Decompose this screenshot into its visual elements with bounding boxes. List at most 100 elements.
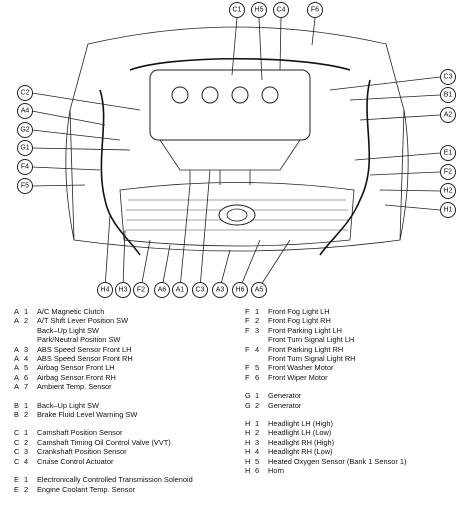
legend-letter: A xyxy=(14,363,19,373)
legend-description: Front Parking Light RH xyxy=(268,344,344,354)
legend-description: Front Turn Signal Light RH xyxy=(268,354,356,364)
legend-row: Back–Up Light SW xyxy=(14,326,240,335)
radiator-grille xyxy=(119,182,355,247)
legend-description: Back–Up Light SW xyxy=(37,400,100,410)
legend-letter: A xyxy=(14,382,19,392)
callout-a3: A3 xyxy=(212,282,228,298)
legend-number xyxy=(255,335,268,344)
legend-description: Front Turn Signal Light LH xyxy=(268,335,355,345)
wiring-harness-left xyxy=(99,89,141,256)
legend-description: Front Washer Motor xyxy=(268,363,334,373)
callout-a6: A6 xyxy=(154,282,170,298)
svg-text:G2: G2 xyxy=(20,127,29,134)
svg-text:F2: F2 xyxy=(137,287,145,294)
callout-a4: A4 xyxy=(17,103,33,119)
svg-text:G1: G1 xyxy=(20,145,29,152)
callout-b1: B1 xyxy=(440,87,456,103)
legend-number: 7 xyxy=(24,382,29,392)
callout-h3: H3 xyxy=(115,282,131,298)
wiring-harness-right xyxy=(319,79,371,256)
hood-outline xyxy=(69,26,405,252)
callout-c3-bottom: C3 xyxy=(192,282,208,298)
legend-number: 2 xyxy=(24,316,29,326)
svg-text:H4: H4 xyxy=(101,287,110,294)
callout-h2: H2 xyxy=(440,183,456,199)
legend-letter: A xyxy=(14,354,19,364)
callout-a1: A1 xyxy=(172,282,188,298)
callout-f5: F5 xyxy=(17,178,33,194)
legend-description: Front Fog Light LH xyxy=(268,307,330,316)
legend-letter: H xyxy=(245,456,251,466)
legend-description: Generator xyxy=(268,391,302,401)
svg-text:B1: B1 xyxy=(444,92,453,99)
legend-number: 5 xyxy=(255,456,260,466)
legend-description: Cruise Control Actuator xyxy=(37,456,114,466)
legend-number: 4 xyxy=(255,447,260,457)
legend-number: 2 xyxy=(24,484,29,494)
legend-letter: B xyxy=(14,400,19,410)
legend-letter: F xyxy=(245,363,250,373)
callout-a2: A2 xyxy=(440,107,456,123)
legend-description: Headlight RH (High) xyxy=(268,437,335,447)
legend-number: 2 xyxy=(24,437,29,447)
cylinder-coils xyxy=(171,86,279,104)
legend-number xyxy=(24,326,37,335)
callout-a5: A5 xyxy=(251,282,267,298)
legend-number: 2 xyxy=(24,410,29,420)
callout-h4: H4 xyxy=(97,282,113,298)
legend-description: Airbag Sensor Front LH xyxy=(37,363,115,373)
callout-h1: H1 xyxy=(440,202,456,218)
legend-description: Headlight LH (High) xyxy=(268,419,333,429)
callout-h6: H6 xyxy=(232,282,248,298)
legend-description: Camshaft Position Sensor xyxy=(37,428,123,438)
legend-description: Camshaft Timing Oil Control Valve (VVT) xyxy=(37,437,171,447)
legend-letter: A xyxy=(14,307,19,316)
legend-letter: G xyxy=(245,400,251,410)
legend-description: Horn xyxy=(268,466,285,476)
legend-letter: C xyxy=(14,428,20,438)
legend-letter: C xyxy=(14,437,20,447)
legend-number xyxy=(24,335,37,344)
legend-letter: B xyxy=(14,410,19,420)
fender-left xyxy=(65,109,75,241)
svg-text:A1: A1 xyxy=(176,287,185,294)
legend-letter: H xyxy=(245,437,251,447)
legend-number: 5 xyxy=(255,363,260,373)
legend-number: 6 xyxy=(24,372,29,382)
legend-letter: F xyxy=(245,372,250,382)
svg-text:F4: F4 xyxy=(21,164,29,171)
legend-row: Park/Neutral Position SW xyxy=(14,335,240,344)
legend-number: 2 xyxy=(255,400,260,410)
svg-text:H2: H2 xyxy=(444,188,453,195)
legend-description: Front Wiper Motor xyxy=(268,372,328,382)
intake-manifold xyxy=(159,139,301,185)
legend-number: 4 xyxy=(24,456,29,466)
svg-text:E1: E1 xyxy=(444,150,453,157)
legend-letter: H xyxy=(245,447,251,457)
svg-text:C4: C4 xyxy=(277,7,286,14)
leader-lines xyxy=(31,17,441,289)
legend-number: 5 xyxy=(24,363,29,373)
legend-letter: F xyxy=(245,316,250,326)
legend-description: Generator xyxy=(268,400,302,410)
legend-description: A/T Shift Lever Position SW xyxy=(37,316,129,326)
